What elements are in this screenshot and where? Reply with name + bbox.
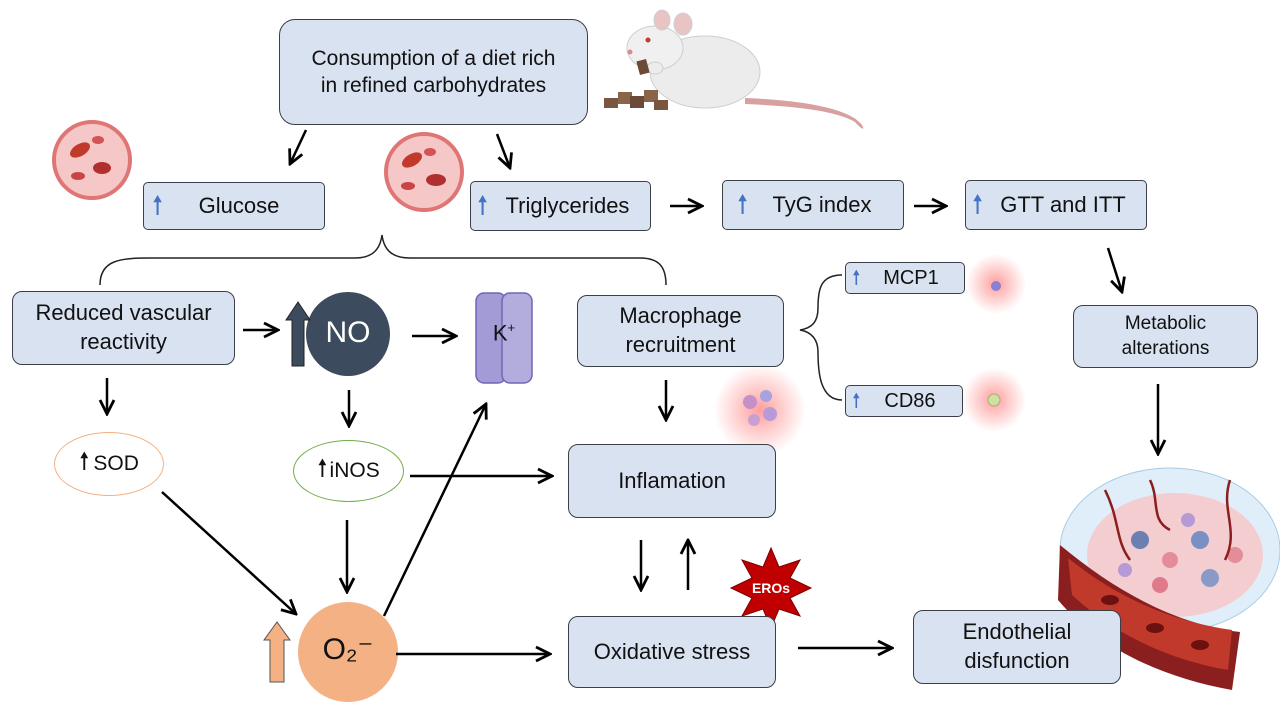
triglycerides-box: 🠕 Triglycerides: [470, 181, 651, 231]
vascular-reactivity-box: Reduced vascular reactivity: [12, 291, 235, 365]
up-arrow-icon: 🠕: [737, 189, 749, 220]
oxidative-label: Oxidative stress: [593, 638, 751, 664]
tyg-index-box: 🠕 TyG index: [722, 180, 904, 230]
blood-cell-icon: [52, 120, 132, 200]
edge-arrow: [161, 491, 296, 614]
brace: [799, 274, 843, 401]
gtt-label: GTT and ITT: [1000, 191, 1126, 217]
macrophage-icon: [714, 364, 806, 456]
up-arrow-icon: 🠕: [852, 390, 861, 412]
blood-cell-icon: [384, 132, 464, 212]
diet-box: Consumption of a diet rich in refined ca…: [279, 19, 588, 125]
metabolic-box: Metabolic alterations: [1073, 305, 1258, 368]
sod-oval: 🠕 SOD: [54, 432, 164, 496]
superoxide-label: O₂⁻: [322, 633, 374, 666]
endothelial-box: Endothelial disfunction: [913, 610, 1121, 684]
edge-arrow: [495, 133, 510, 168]
brace: [99, 234, 667, 286]
no-circle: [306, 292, 390, 376]
endothelial-label: Endothelial disfunction: [962, 619, 1072, 673]
macrophage-box: Macrophage recruitment: [577, 295, 784, 367]
up-arrow-icon: 🠕: [317, 454, 328, 482]
cd86-label: CD86: [884, 390, 936, 412]
up-arrow-icon: 🠕: [852, 267, 861, 289]
edge-arrow: [1106, 247, 1122, 292]
up-arrow-icon: 🠕: [972, 189, 984, 220]
edge-arrow: [290, 129, 308, 164]
vascular-label: Reduced vascular reactivity: [35, 300, 212, 354]
macrophage-icon: [966, 254, 1026, 314]
metabolic-label: Metabolic alterations: [1121, 312, 1210, 359]
tissue-vessel-illustration: [1058, 467, 1280, 690]
k-label: K+: [492, 320, 516, 346]
glucose-label: Glucose: [198, 192, 280, 218]
superoxide-circle: [298, 602, 398, 702]
macrophage-icon: [962, 368, 1026, 432]
up-arrow-icon: 🠕: [79, 447, 90, 475]
rat-illustration: [604, 9, 864, 129]
tyg-label: TyG index: [772, 191, 872, 217]
up-arrow-icon: 🠕: [152, 190, 164, 221]
cd86-box: 🠕 CD86: [845, 385, 963, 417]
mcp1-box: 🠕 MCP1: [845, 262, 965, 294]
edge-arrow: [382, 404, 486, 617]
mcp1-label: MCP1: [883, 267, 939, 289]
gtt-itt-box: 🠕 GTT and ITT: [965, 180, 1147, 230]
oxidative-stress-box: Oxidative stress: [568, 616, 776, 688]
inflammation-label: Inflamation: [618, 467, 726, 493]
triglycerides-label: Triglycerides: [505, 192, 630, 218]
sod-label: SOD: [93, 452, 139, 475]
no-label: NO: [325, 316, 371, 349]
diet-label: Consumption of a diet rich in refined ca…: [311, 46, 556, 97]
inos-oval: 🠕 iNOS: [293, 440, 404, 502]
up-arrow-icon: [285, 301, 311, 367]
up-arrow-icon: [263, 621, 291, 683]
macrophage-label: Macrophage recruitment: [619, 303, 742, 357]
eros-label: EROs: [751, 580, 791, 596]
potassium-channel-icon: [475, 292, 533, 384]
up-arrow-icon: 🠕: [477, 190, 489, 221]
inflammation-box: Inflamation: [568, 444, 776, 518]
inos-label: iNOS: [329, 459, 380, 482]
glucose-box: 🠕 Glucose: [143, 182, 325, 230]
